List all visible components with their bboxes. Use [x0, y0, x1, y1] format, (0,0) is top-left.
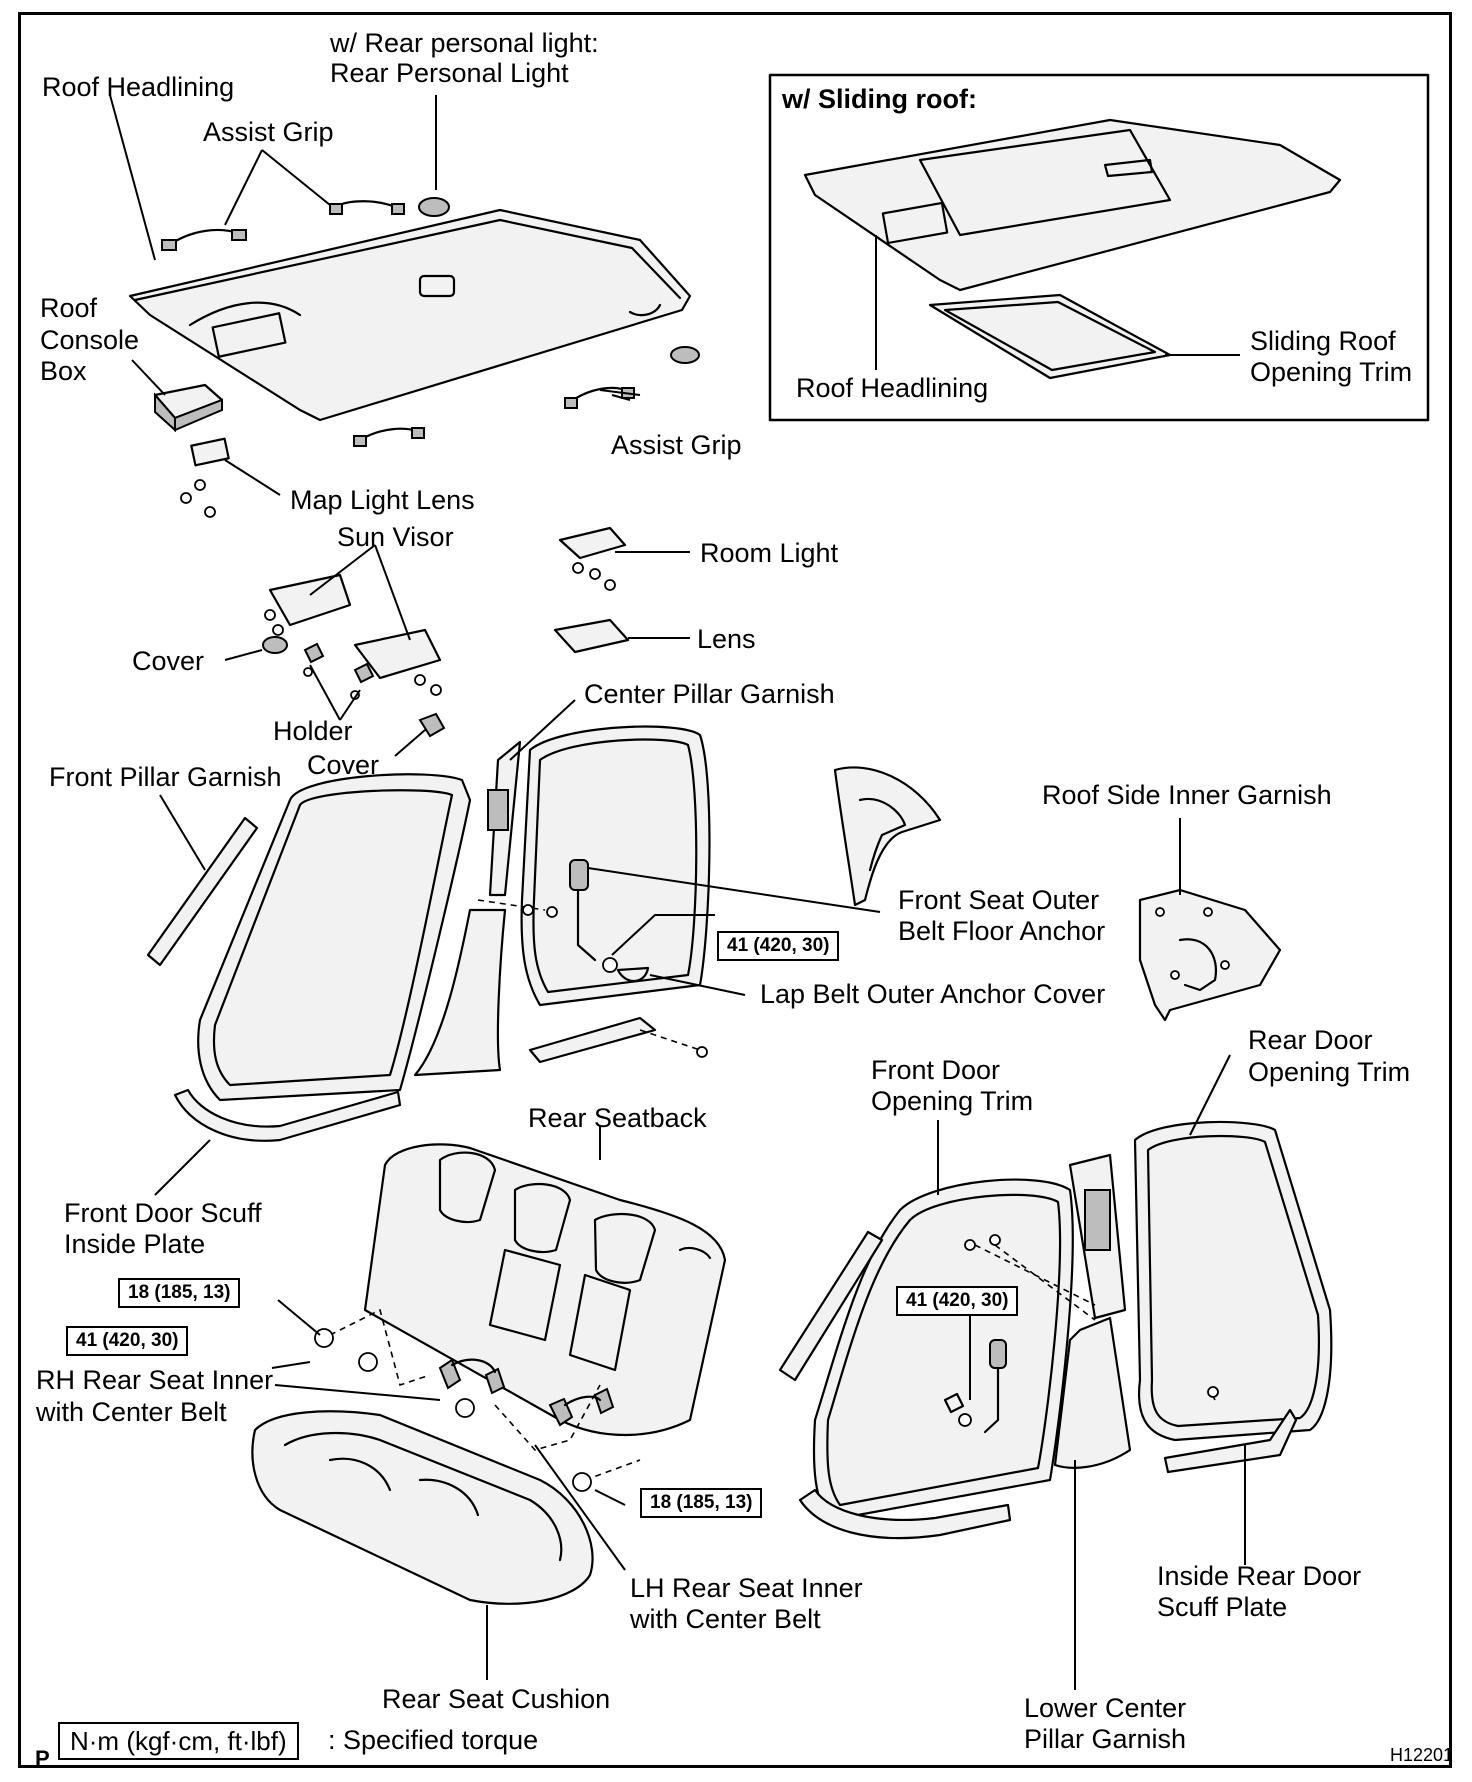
- label-roof-side-inner-garnish: Roof Side Inner Garnish: [1042, 780, 1332, 810]
- label-room-light: Room Light: [700, 538, 839, 568]
- label-front-seat-outer-1: Front Seat Outer: [898, 885, 1100, 915]
- front-door-scuff-part: [173, 1088, 402, 1142]
- label-lens: Lens: [697, 624, 756, 654]
- torque-seatback-lower: 18 (185, 13): [640, 1488, 763, 1518]
- rear-seat-cushion-part: [251, 1410, 594, 1605]
- assist-grip-left-part: [161, 228, 247, 251]
- page-marker: P: [35, 1746, 50, 1771]
- label-assist-grip-top: Assist Grip: [203, 117, 334, 147]
- label-center-pillar-garnish: Center Pillar Garnish: [584, 679, 835, 709]
- rear-belt-anchor-part: [943, 1339, 1007, 1434]
- label-rear-personal-light-condition: w/ Rear personal light:: [330, 28, 599, 58]
- front-pillar-lower-part: [778, 1230, 884, 1382]
- label-roof-console-box-2: Console: [40, 325, 140, 355]
- inside-rear-door-scuff-part: [1163, 1408, 1298, 1474]
- label-rear-seatback: Rear Seatback: [528, 1103, 707, 1133]
- label-lower-center-pillar-2: Pillar Garnish: [1024, 1724, 1187, 1754]
- inset-title: w/ Sliding roof:: [782, 84, 977, 114]
- label-roof-console-box-3: Box: [40, 356, 87, 386]
- front-door-opening-trim-left: [197, 773, 472, 1102]
- lh-rear-seat-inner-part: [548, 1387, 615, 1427]
- torque-belt-anchor: 41 (420, 30): [717, 931, 840, 961]
- label-inset-roof-headlining: Roof Headlining: [796, 373, 989, 403]
- label-roof-console-box-1: Roof: [40, 293, 98, 323]
- label-rh-rear-seat-1: RH Rear Seat Inner: [36, 1365, 274, 1395]
- label-assist-grip-right: Assist Grip: [611, 430, 742, 460]
- room-light-part: [558, 526, 690, 591]
- label-sliding-roof-trim-1: Sliding Roof: [1250, 326, 1396, 356]
- diagram-frame: [18, 12, 1452, 1768]
- rh-rear-seat-inner-part: [438, 1358, 506, 1395]
- label-front-pillar-garnish: Front Pillar Garnish: [49, 762, 282, 792]
- label-map-light-lens: Map Light Lens: [290, 485, 475, 515]
- torque-rh-seat-inner: 41 (420, 30): [66, 1326, 189, 1356]
- label-roof-headlining: Roof Headlining: [42, 72, 235, 102]
- label-rear-seat-cushion: Rear Seat Cushion: [382, 1684, 611, 1714]
- label-inside-rear-scuff-2: Scuff Plate: [1157, 1592, 1288, 1622]
- label-front-door-scuff-1: Front Door Scuff: [64, 1198, 262, 1228]
- figure-id: H12201: [1390, 1745, 1454, 1765]
- front-door-opening-trim-right: [812, 1178, 1074, 1522]
- label-front-door-opening-trim-2: Opening Trim: [871, 1086, 1034, 1116]
- label-lap-belt-cover: Lap Belt Outer Anchor Cover: [760, 979, 1106, 1009]
- torque-seatback-upper: 18 (185, 13): [118, 1278, 241, 1308]
- label-lh-rear-seat-2: with Center Belt: [630, 1604, 821, 1634]
- rear-door-opening-trim-right: [1133, 1120, 1333, 1442]
- roof-side-inner-garnish-part: [1138, 888, 1282, 1022]
- torque-rear-belt: 41 (420, 30): [896, 1286, 1019, 1316]
- sliding-roof-inset-art: [768, 73, 1430, 422]
- center-pillar-right-part: [1053, 1153, 1132, 1469]
- label-front-door-scuff-2: Inside Plate: [64, 1229, 206, 1259]
- legend-text: : Specified torque: [328, 1725, 539, 1755]
- label-holder: Holder: [273, 716, 353, 746]
- roof-headlining-part: [128, 208, 692, 422]
- map-light-lens-part: [190, 437, 230, 467]
- label-front-seat-outer-2: Belt Floor Anchor: [898, 916, 1106, 946]
- quarter-trim-part: [833, 766, 942, 907]
- label-inside-rear-scuff-1: Inside Rear Door: [1157, 1561, 1362, 1591]
- legend-unit-box: N·m (kgf·cm, ft·lbf): [58, 1722, 299, 1760]
- label-rear-door-opening-trim-2: Opening Trim: [1248, 1057, 1411, 1087]
- label-sliding-roof-trim-2: Opening Trim: [1250, 357, 1413, 387]
- label-lower-center-pillar-1: Lower Center: [1024, 1693, 1187, 1723]
- label-cover-2: Cover: [307, 750, 380, 780]
- lens-part: [553, 618, 690, 654]
- label-cover-1: Cover: [132, 646, 205, 676]
- label-sun-visor: Sun Visor: [337, 522, 454, 552]
- sun-visor-part: [262, 573, 446, 738]
- center-pillar-garnish-part: [413, 740, 522, 1077]
- label-rear-personal-light: Rear Personal Light: [330, 58, 569, 88]
- rear-seatback-part: [363, 1143, 727, 1437]
- roof-console-box-part: [153, 383, 224, 433]
- label-rear-door-opening-trim-1: Rear Door: [1248, 1025, 1373, 1055]
- label-front-door-opening-trim-1: Front Door: [871, 1055, 1001, 1085]
- rear-personal-light-part: [418, 197, 450, 217]
- label-lh-rear-seat-1: LH Rear Seat Inner: [630, 1573, 863, 1603]
- front-pillar-garnish-part: [146, 816, 259, 967]
- assist-grip-top-part: [329, 200, 405, 215]
- rear-door-opening-trim-upper: [520, 725, 711, 1007]
- label-rh-rear-seat-2: with Center Belt: [36, 1397, 227, 1427]
- front-seat-belt-anchor-part: [569, 859, 650, 983]
